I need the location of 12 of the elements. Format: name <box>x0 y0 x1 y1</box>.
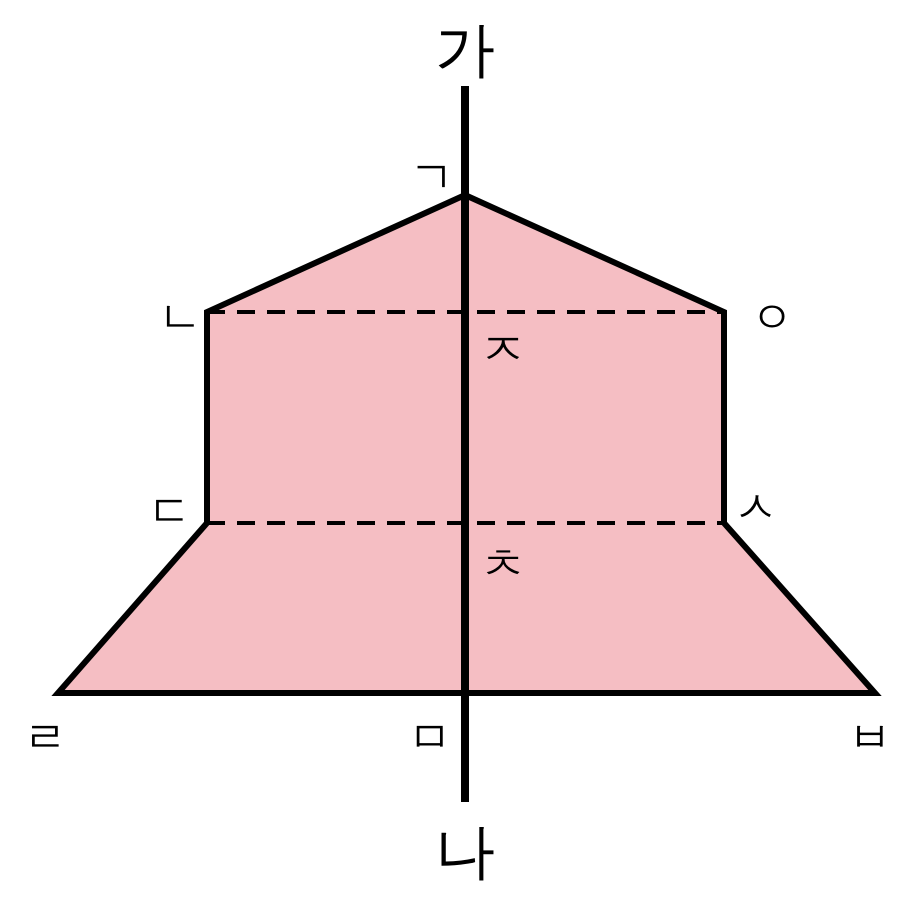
point-label: ㅈ <box>481 328 525 372</box>
point-label: ㄴ <box>158 296 202 340</box>
point-label: ㅅ <box>734 486 778 530</box>
axis-label: 나 <box>435 822 495 882</box>
axis-label: 가 <box>435 20 495 80</box>
point-label: ㄷ <box>148 490 192 534</box>
point-label: ㅁ <box>408 716 452 760</box>
point-label: ㅇ <box>750 296 794 340</box>
point-label: ㅂ <box>848 716 892 760</box>
point-label: ㄹ <box>23 716 67 760</box>
point-label: ㄱ <box>410 156 454 200</box>
point-label: ㅊ <box>481 543 525 587</box>
